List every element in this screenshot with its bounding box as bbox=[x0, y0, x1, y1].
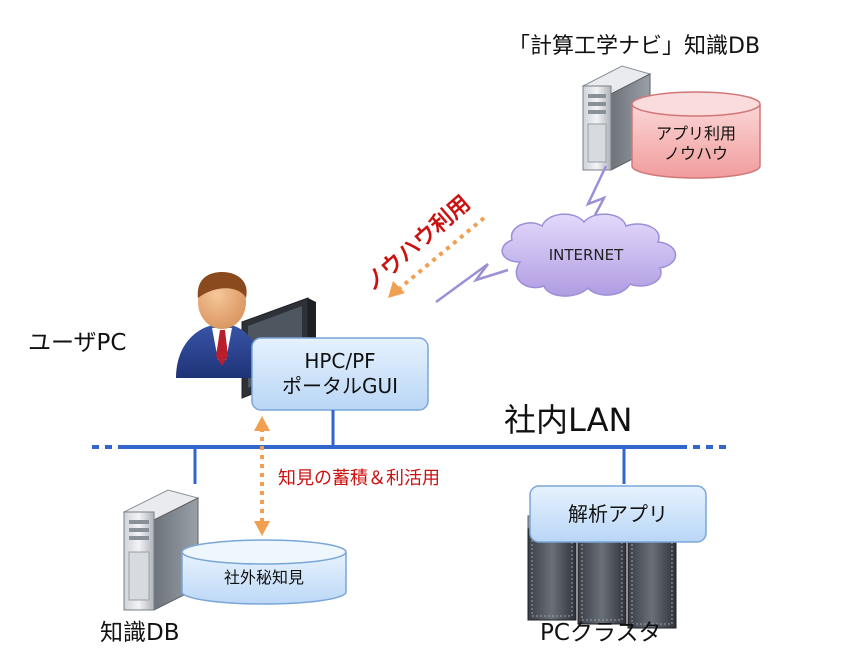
pc-cluster-label: PCクラスタ bbox=[540, 620, 662, 646]
remote-server-icon bbox=[581, 65, 652, 171]
knowhow-use-label: ノウハウ利用 bbox=[360, 191, 476, 296]
knowledge-exchange-arrow bbox=[254, 416, 270, 536]
knowhow-db-line2: ノウハウ bbox=[663, 144, 728, 163]
pc-cluster-icon bbox=[527, 515, 677, 629]
knowhow-db-icon bbox=[631, 91, 761, 179]
user-pc-label: ユーザPC bbox=[28, 330, 127, 356]
portal-gui-box bbox=[251, 337, 429, 411]
secret-knowledge-db-icon bbox=[181, 539, 347, 605]
knowhow-use-arrow bbox=[388, 216, 486, 298]
kb-title: 「計算工学ナビ」知識DB bbox=[508, 34, 761, 59]
internet-cloud-icon bbox=[501, 213, 677, 297]
portal-gui-text: HPC/PF ポータルGUI bbox=[252, 338, 428, 410]
analysis-app-box bbox=[529, 485, 707, 543]
secret-knowledge-text: 社外秘知見 bbox=[223, 568, 304, 587]
lan-line bbox=[92, 410, 728, 484]
lan-label: 社内LAN bbox=[504, 401, 633, 439]
analysis-app-text: 解析アプリ bbox=[568, 501, 668, 526]
internet-label: INTERNET bbox=[548, 245, 624, 264]
user-person-icon bbox=[176, 272, 262, 378]
knowhow-db-text: アプリ利用 ノウハウ bbox=[632, 114, 760, 174]
knowledge-accum-label: 知見の蓄積＆利活用 bbox=[278, 468, 440, 489]
user-link-bolt bbox=[435, 262, 509, 304]
portal-line1: HPC/PF bbox=[304, 349, 376, 373]
portal-line2: ポータルGUI bbox=[281, 374, 399, 398]
knowhow-db-line1: アプリ利用 bbox=[655, 124, 736, 143]
local-db-label: 知識DB bbox=[100, 620, 180, 646]
